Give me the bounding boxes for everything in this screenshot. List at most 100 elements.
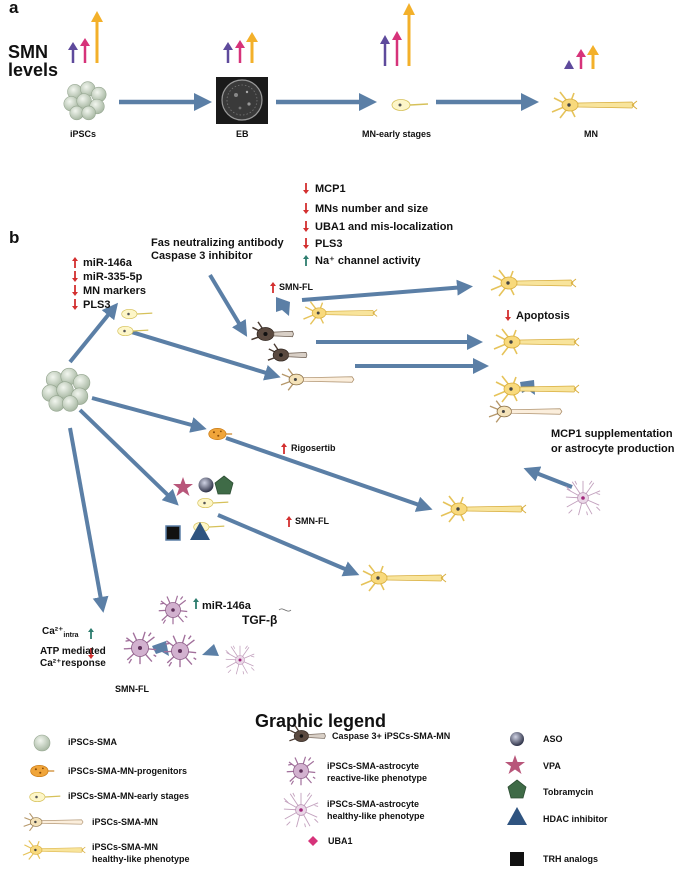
legend-trh: TRH analogs [543,854,599,864]
legend-aso: ASO [543,734,563,744]
legend-hdac-icon [507,807,527,825]
down-arrow-atp [88,648,94,659]
smn-arrows-eb [223,32,258,63]
mn-healthy-4 [440,495,527,523]
ca-intra-main: Ca²⁺ [42,626,64,637]
mn-sma-mcp1 [488,400,563,423]
legend-ipscs-sma: iPSCs-SMA [68,737,118,747]
fas-antibody-text: Fas neutralizing antibody [151,237,284,249]
down-arrow-apoptosis [505,310,511,321]
up-arrow-smn-fl-top [270,282,276,293]
astrocyte-reactive-3 [163,634,197,668]
legend-mn-healthy-icon [22,839,86,861]
up-arrow-smn-fl-mid [286,516,292,527]
smn-arrows-mn [564,45,599,69]
left-marker-mir335: miR-335-5p [83,271,143,283]
legend-title: Graphic legend [255,711,387,731]
marker-arrows-left [72,257,78,310]
mn-cell-a [551,91,638,119]
stage-label-eb: EB [236,129,249,139]
legend-tobramycin: Tobramycin [543,787,594,797]
legend-mn-healthy-line2: healthy-like phenotype [92,854,190,864]
marker-arrows-top [303,183,309,266]
top-marker-na-channel: Na⁺ channel activity [315,255,421,267]
eb-image [216,77,268,124]
legend-vpa: VPA [543,761,561,771]
top-marker-uba1: UBA1 and mis-localization [315,221,454,233]
mcp1-supplementation-line1: MCP1 supplementation [551,428,673,440]
mn-healthy-1 [490,269,577,297]
ipscs-cluster-b [41,367,91,412]
smn-levels-title-line1: SMN [8,42,48,62]
smn-arrows-mn-early [380,3,415,66]
top-marker-pls3: PLS3 [315,238,343,250]
mcp1-supplementation-line2: or astrocyte production [551,443,675,455]
astrocyte-reactive-2 [123,631,157,665]
legend-uba1: UBA1 [328,836,353,846]
caspase-cell-1 [250,321,295,342]
ipscs-cluster-a [63,81,107,121]
stage-label-ipscs: iPSCs [70,129,97,139]
mn-healthy-5 [360,564,447,592]
astrocyte-reactive-1 [158,595,188,625]
tgf-beta-squiggle [278,608,292,612]
legend-caspase: Caspase 3+ iPSCs-SMA-MN [332,731,451,741]
legend-mn-early: iPSCs-SMA-MN-early stages [68,791,190,801]
panel-b-flow-arrows [68,273,573,613]
legend-early-icon [29,791,61,803]
up-arrow-mir146a-astro [193,598,199,609]
caspase-inhibitor-text: Caspase 3 inhibitor [151,250,253,262]
mn-sma-cell-b [280,368,355,391]
early-cell-b3 [197,497,229,509]
up-arrow-ca-intra [88,628,94,639]
mir146a-astro-label: miR-146a [202,600,251,612]
aso-circle-b [198,477,214,493]
smn-fl-label-mid: SMN-FL [295,516,329,526]
legend-mn-progenitors: iPSCs-SMA-MN-progenitors [68,766,187,776]
top-marker-mns-number: MNs number and size [315,203,429,215]
legend-astro-reactive-icon [286,756,316,786]
tobramycin-pentagon-b [214,475,234,495]
hdac-triangle-b [190,522,210,540]
legend-trh-icon [510,852,524,866]
ca-intra-label: Ca²⁺intra [42,626,79,640]
atp-mediated-line2: Ca²⁺response [40,658,106,669]
legend-mn-healthy-line1: iPSCs-SMA-MN [92,842,159,852]
legend-astro-healthy-icon [283,792,319,828]
caspase-cell-2 [267,342,308,362]
top-marker-mcp1: MCP1 [315,183,346,195]
legend-tobramycin-icon [507,779,527,799]
early-cell-b1 [121,308,153,320]
trh-square-b [165,525,181,541]
legend-reactive-line1: iPSCs-SMA-astrocyte [327,761,420,771]
stage-label-mn: MN [584,129,598,139]
smn-fl-label-top: SMN-FL [279,282,313,292]
legend-healthy-astro-line2: healthy-like phenotype [327,811,425,821]
atp-mediated-line1: ATP mediated [40,646,106,657]
panel-a-label: a [9,0,19,17]
mn-healthy-2 [493,328,580,356]
panel-b-label: b [9,228,20,247]
smn-arrows-ipscs [68,11,103,63]
legend-mn-sma: iPSCs-SMA-MN [92,817,159,827]
rigosertib-label: Rigosertib [291,443,336,453]
smn-fl-label-bottom: SMN-FL [115,684,149,694]
legend-healthy-astro-line1: iPSCs-SMA-astrocyte [327,799,420,809]
legend-progenitor-icon [29,764,55,778]
apoptosis-label: Apoptosis [516,310,570,322]
smn-levels-title-line2: levels [8,60,59,80]
legend-aso-icon [510,732,524,746]
ca-intra-sub: intra [63,632,79,639]
legend-vpa-icon [505,755,525,774]
stage-label-mn-early: MN-early stages [362,129,432,139]
legend-reactive-line2: reactive-like phenotype [327,773,428,783]
mn-early-cell-a [391,98,429,112]
up-arrow-rigosertib [281,443,287,454]
legend-ipscs-icon [33,734,51,752]
legend-uba1-icon [308,836,318,846]
legend-mn-sma-icon [23,812,84,832]
mn-healthy-3 [493,375,580,403]
left-marker-mir146a: miR-146a [83,257,132,269]
legend-hdac: HDAC inhibitor [543,814,608,824]
